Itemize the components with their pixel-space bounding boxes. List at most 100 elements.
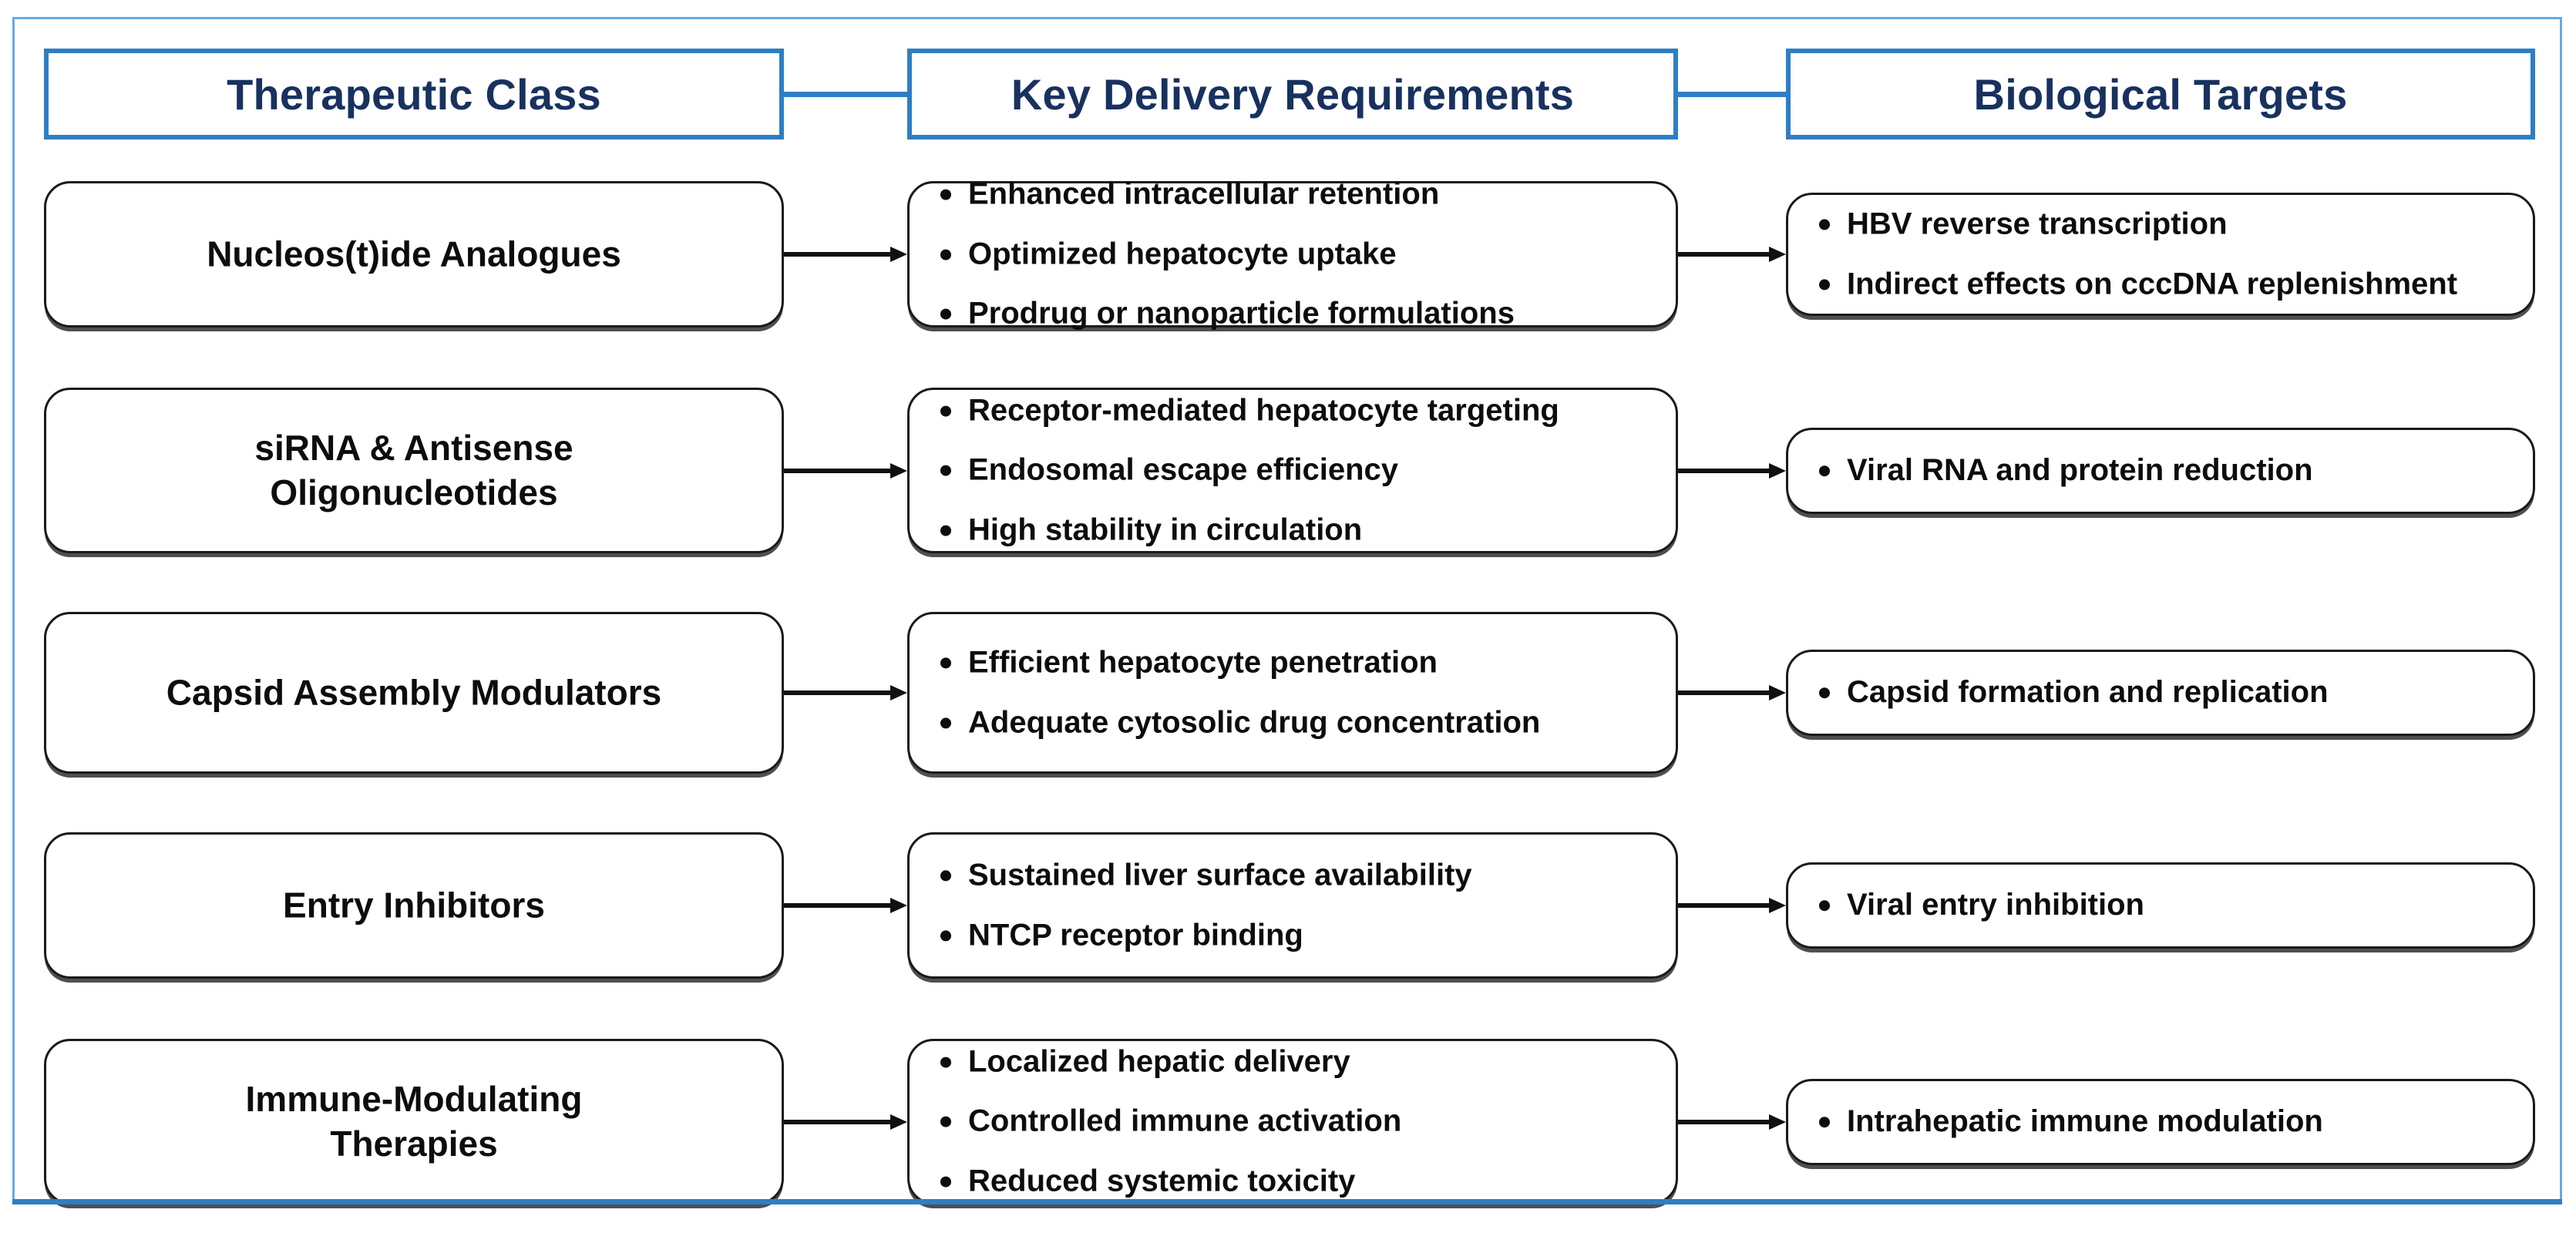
header-connector-1 bbox=[784, 92, 907, 97]
diagram-row: Nucleos(t)ide Analogues Enhanced intracel… bbox=[15, 177, 2564, 331]
therapeutic-class-label: Capsid Assembly Modulators bbox=[166, 672, 662, 713]
bullet-dot-icon bbox=[940, 870, 951, 882]
header-label-biological-targets: Biological Targets bbox=[1973, 69, 2348, 119]
biological-target-item: Indirect effects on cccDNA replenishment bbox=[1816, 264, 2510, 305]
biological-targets-list: Capsid formation and replication bbox=[1788, 672, 2533, 714]
biological-target-label: Viral entry inhibition bbox=[1847, 888, 2144, 922]
arrow-requirements-to-targets-icon bbox=[1678, 898, 1786, 913]
bullet-dot-icon bbox=[940, 717, 951, 728]
delivery-requirement-label: Localized hepatic delivery bbox=[968, 1044, 1350, 1079]
delivery-requirement-item: Adequate cytosolic drug concentration bbox=[937, 702, 1653, 744]
header-box-therapeutic-class: Therapeutic Class bbox=[44, 49, 784, 139]
biological-target-label: Viral RNA and protein reduction bbox=[1847, 452, 2313, 487]
delivery-requirement-label: Efficient hepatocyte penetration bbox=[968, 645, 1438, 680]
delivery-requirement-item: NTCP receptor binding bbox=[937, 915, 1653, 956]
frame-bottom-accent bbox=[12, 1199, 2562, 1204]
diagram-rows: Nucleos(t)ide Analogues Enhanced intracel… bbox=[15, 177, 2564, 1204]
arrow-requirements-to-targets-icon bbox=[1678, 462, 1786, 479]
bullet-dot-icon bbox=[1819, 687, 1830, 699]
delivery-requirement-label: Endosomal escape efficiency bbox=[968, 452, 1399, 487]
delivery-requirement-label: Prodrug or nanoparticle formulations bbox=[968, 296, 1515, 331]
delivery-requirement-item: Controlled immune activation bbox=[937, 1101, 1653, 1143]
arrow-requirements-to-targets-icon bbox=[1678, 1114, 1786, 1130]
biological-targets-list: Intrahepatic immune modulation bbox=[1788, 1101, 2533, 1143]
delivery-requirement-item: High stability in circulation bbox=[937, 509, 1653, 551]
header-label-key-delivery-requirements: Key Delivery Requirements bbox=[1011, 69, 1575, 119]
bullet-dot-icon bbox=[940, 930, 951, 941]
delivery-requirement-label: High stability in circulation bbox=[968, 512, 1363, 547]
therapeutic-class-label: Entry Inhibitors bbox=[283, 885, 545, 926]
bullet-dot-icon bbox=[940, 465, 951, 476]
biological-targets-list: Viral RNA and protein reduction bbox=[1788, 450, 2533, 492]
bullet-dot-icon bbox=[1819, 465, 1830, 476]
bullet-dot-icon bbox=[1819, 219, 1830, 230]
biological-target-item: Viral RNA and protein reduction bbox=[1816, 450, 2510, 492]
delivery-requirement-label: NTCP receptor binding bbox=[968, 918, 1303, 952]
delivery-requirement-item: Endosomal escape efficiency bbox=[937, 450, 1653, 492]
biological-target-label: Intrahepatic immune modulation bbox=[1847, 1104, 2323, 1138]
therapeutic-class-node[interactable]: Nucleos(t)ide Analogues bbox=[44, 181, 784, 328]
diagram-frame: Therapeutic Class Key Delivery Requireme… bbox=[12, 17, 2562, 1204]
header-row: Therapeutic Class Key Delivery Requireme… bbox=[15, 49, 2564, 141]
bullet-dot-icon bbox=[940, 657, 951, 669]
arrow-class-to-requirements-icon bbox=[784, 685, 907, 700]
delivery-requirement-item: Efficient hepatocyte penetration bbox=[937, 642, 1653, 684]
bullet-dot-icon bbox=[940, 525, 951, 536]
header-box-biological-targets: Biological Targets bbox=[1786, 49, 2535, 139]
arrow-requirements-to-targets-icon bbox=[1678, 247, 1786, 262]
biological-targets-node[interactable]: Capsid formation and replication bbox=[1786, 650, 2535, 736]
biological-target-item: HBV reverse transcription bbox=[1816, 203, 2510, 245]
header-connector-2 bbox=[1678, 92, 1786, 97]
bullet-dot-icon bbox=[940, 249, 951, 260]
biological-target-label: Capsid formation and replication bbox=[1847, 675, 2329, 710]
delivery-requirement-item: Reduced systemic toxicity bbox=[937, 1161, 1653, 1202]
header-box-key-delivery-requirements: Key Delivery Requirements bbox=[907, 49, 1678, 139]
biological-targets-node[interactable]: Intrahepatic immune modulation bbox=[1786, 1078, 2535, 1165]
delivery-requirement-label: Receptor-mediated hepatocyte targeting bbox=[968, 393, 1559, 428]
bullet-dot-icon bbox=[940, 189, 951, 200]
delivery-requirement-item: Enhanced intracellular retention bbox=[937, 174, 1653, 216]
biological-targets-node[interactable]: Viral entry inhibition bbox=[1786, 862, 2535, 949]
therapeutic-class-node[interactable]: Capsid Assembly Modulators bbox=[44, 612, 784, 774]
bullet-dot-icon bbox=[1819, 1116, 1830, 1127]
biological-target-label: Indirect effects on cccDNA replenishment bbox=[1847, 267, 2458, 301]
biological-target-item: Viral entry inhibition bbox=[1816, 885, 2510, 926]
biological-target-label: HBV reverse transcription bbox=[1847, 207, 2228, 241]
arrow-class-to-requirements-icon bbox=[784, 462, 907, 479]
delivery-requirement-item: Sustained liver surface availability bbox=[937, 855, 1653, 896]
arrow-requirements-to-targets-icon bbox=[1678, 685, 1786, 700]
delivery-requirement-item: Optimized hepatocyte uptake bbox=[937, 233, 1653, 275]
delivery-requirement-item: Localized hepatic delivery bbox=[937, 1041, 1653, 1083]
bullet-dot-icon bbox=[1819, 279, 1830, 290]
delivery-requirement-label: Enhanced intracellular retention bbox=[968, 176, 1440, 211]
delivery-requirement-label: Reduced systemic toxicity bbox=[968, 1164, 1356, 1198]
bullet-dot-icon bbox=[940, 1116, 951, 1127]
therapeutic-class-node[interactable]: Entry Inhibitors bbox=[44, 832, 784, 979]
bullet-dot-icon bbox=[940, 1057, 951, 1068]
diagram-row: Entry Inhibitors Sustained liver surface … bbox=[15, 832, 2564, 979]
bullet-dot-icon bbox=[940, 405, 951, 417]
bullet-dot-icon bbox=[940, 308, 951, 320]
therapeutic-class-label: Nucleos(t)ide Analogues bbox=[207, 233, 621, 274]
diagram-row: Capsid Assembly Modulators Efficient hepa… bbox=[15, 612, 2564, 774]
delivery-requirement-label: Adequate cytosolic drug concentration bbox=[968, 705, 1541, 739]
delivery-requirement-label: Controlled immune activation bbox=[968, 1104, 1402, 1138]
biological-targets-node[interactable]: Viral RNA and protein reduction bbox=[1786, 427, 2535, 514]
arrow-class-to-requirements-icon bbox=[784, 247, 907, 262]
arrow-class-to-requirements-icon bbox=[784, 1114, 907, 1130]
